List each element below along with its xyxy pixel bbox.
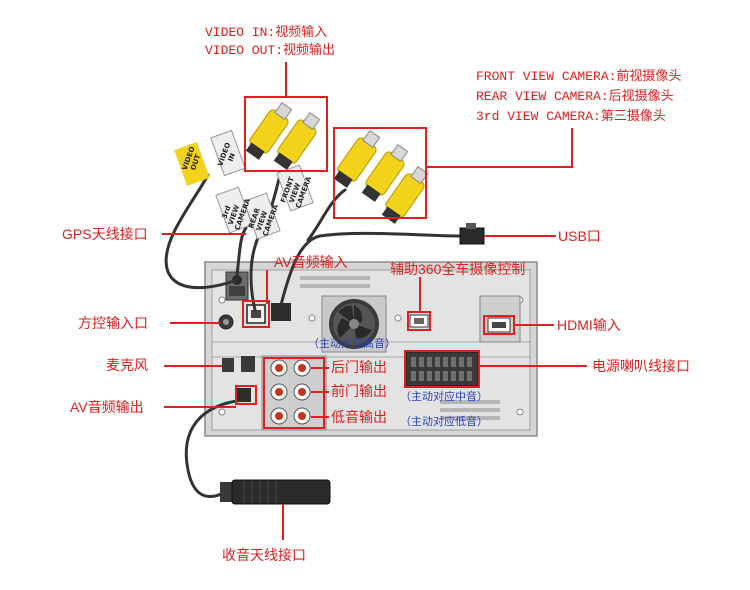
leader-rear-out xyxy=(311,367,329,369)
label-steering: 方控输入口 xyxy=(78,315,148,331)
leader-gps xyxy=(162,233,246,235)
label-radio: 收音天线接口 xyxy=(222,547,306,563)
aux360-port-illustration xyxy=(409,314,429,328)
note-high: （主动对应高音） xyxy=(308,338,396,350)
label-power: 电源喇叭线接口 xyxy=(592,358,690,374)
cable-tag-shapes xyxy=(174,129,314,240)
power-connector-illustration xyxy=(405,351,479,387)
label-mic: 麦克风 xyxy=(106,357,148,373)
leader-power xyxy=(479,365,587,367)
label-front-camera: FRONT VIEW CAMERA:前视摄像头 xyxy=(476,69,682,84)
leader-av-out xyxy=(164,406,236,408)
usb-plug-illustration xyxy=(459,223,485,245)
leader-video xyxy=(285,62,287,97)
leader-camera-v xyxy=(571,128,573,168)
video-plugs-highlight xyxy=(244,96,328,172)
leader-camera-h xyxy=(426,166,573,168)
steering-port-illustration xyxy=(218,314,234,330)
label-av-output: AV音频输出 xyxy=(70,399,144,415)
label-rear-output: 后门输出 xyxy=(331,359,387,375)
cooling-fan xyxy=(321,295,387,353)
leader-aux360 xyxy=(419,277,421,313)
label-sub-output: 低音输出 xyxy=(331,409,387,425)
radio-antenna-plug-illustration xyxy=(220,479,331,505)
camera-plugs-highlight xyxy=(333,127,427,219)
mic-port-illustration xyxy=(222,356,255,402)
label-third-camera: 3rd VIEW CAMERA:第三摄像头 xyxy=(476,109,666,124)
leader-av-in xyxy=(266,270,268,304)
label-usb: USB口 xyxy=(558,228,601,244)
leader-mic xyxy=(164,365,222,367)
rca-outputs-highlight xyxy=(263,357,325,429)
leader-hdmi xyxy=(514,324,554,326)
label-rear-camera: REAR VIEW CAMERA:后视摄像头 xyxy=(476,89,674,104)
note-mid: （主动对应中音） xyxy=(400,391,488,403)
label-front-output: 前门输出 xyxy=(331,383,387,399)
video-rca-plugs xyxy=(245,101,321,170)
label-video-in: VIDEO IN:视频输入 xyxy=(205,25,328,40)
note-low: （主动对应低音） xyxy=(400,416,488,428)
leader-front-out xyxy=(311,391,329,393)
label-hdmi: HDMI输入 xyxy=(557,317,621,333)
av-input-illustration xyxy=(246,303,291,324)
label-av-input: AV音频输入 xyxy=(274,254,348,270)
leader-radio xyxy=(282,504,284,540)
camera-rca-plugs xyxy=(333,129,429,224)
leader-steering xyxy=(170,322,220,324)
label-aux360: 辅助360全车摄像控制 xyxy=(390,261,526,277)
label-video-out: VIDEO OUT:视频输出 xyxy=(205,43,336,58)
label-gps: GPS天线接口 xyxy=(62,226,148,242)
leader-usb xyxy=(484,235,556,237)
leader-sub-out xyxy=(311,416,329,418)
